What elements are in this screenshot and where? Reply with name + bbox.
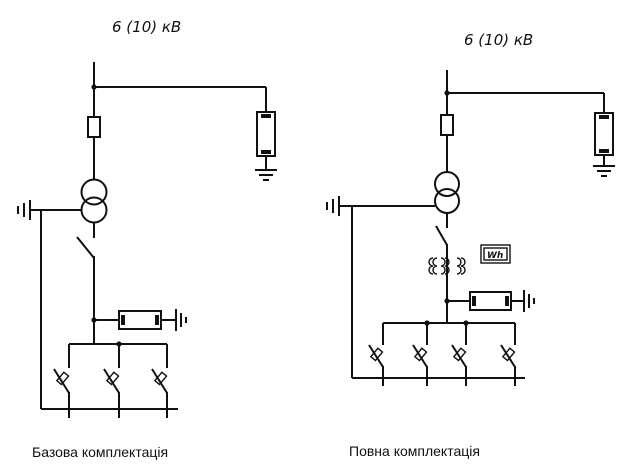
left-feeder-switch-2-icon bbox=[103, 344, 120, 418]
right-feeder-switch-3-icon bbox=[451, 323, 467, 386]
right-scheme: 6 (10) кВ bbox=[326, 31, 615, 459]
right-voltage-label: 6 (10) кВ bbox=[464, 31, 533, 49]
right-meter-label: Wh bbox=[487, 251, 503, 261]
left-ground-bus-icon bbox=[17, 200, 81, 410]
left-tap-junction bbox=[91, 84, 97, 90]
right-feeder-switch-2-icon bbox=[412, 323, 428, 386]
right-main-switch-icon bbox=[435, 225, 448, 246]
left-main-switch-icon bbox=[76, 236, 95, 259]
left-caption: Базова комплектація bbox=[32, 444, 168, 460]
right-caption: Повна комплектація bbox=[349, 443, 480, 459]
right-feeder-switch-1-icon bbox=[368, 323, 384, 386]
right-hv-arrester-icon bbox=[593, 93, 615, 177]
left-voltage-label: 6 (10) кВ bbox=[112, 18, 181, 36]
left-lv-arrester-icon bbox=[94, 309, 187, 331]
left-hv-fuse-icon bbox=[87, 116, 101, 138]
left-feeder-switch-3-icon bbox=[151, 344, 168, 418]
left-hv-arrester-icon bbox=[255, 87, 277, 181]
left-scheme: 6 (10) кВ bbox=[17, 18, 277, 460]
right-lv-arrester-icon bbox=[447, 290, 535, 312]
right-tap-junction bbox=[444, 90, 450, 96]
right-current-transformers-icon bbox=[428, 257, 466, 275]
right-hv-fuse-icon bbox=[440, 114, 454, 136]
left-transformer-icon bbox=[80, 178, 108, 224]
right-transformer-icon bbox=[434, 171, 460, 214]
right-feeder-switch-4-icon bbox=[500, 323, 516, 386]
right-energy-meter-icon: Wh bbox=[480, 244, 511, 264]
left-feeder-switch-1-icon bbox=[53, 344, 70, 418]
